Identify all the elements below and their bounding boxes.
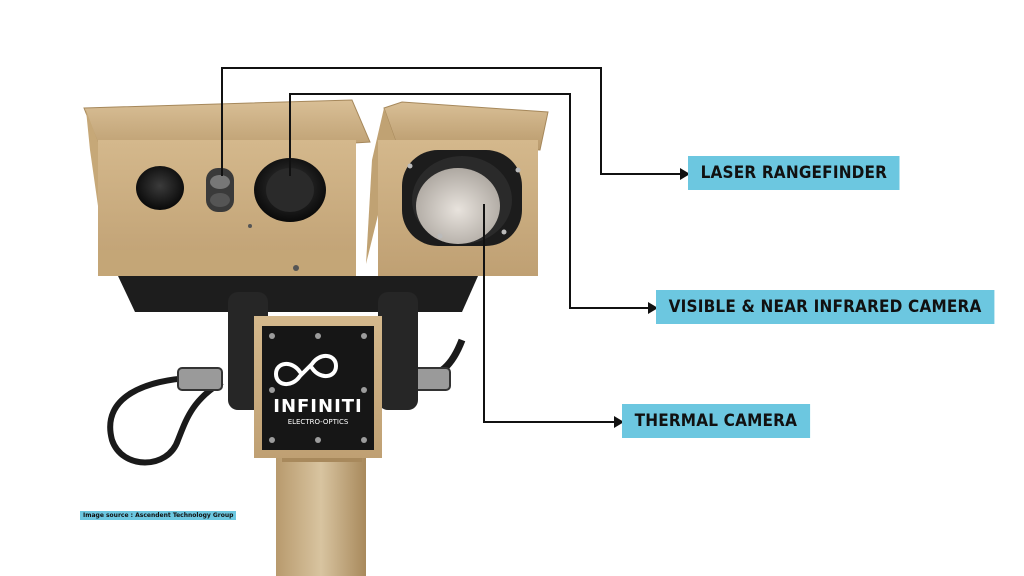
left-cable (107, 375, 224, 466)
label-laser-rangefinder: LASER RANGEFINDER (688, 156, 900, 190)
left-camera-housing (83, 99, 371, 276)
right-camera-housing (366, 101, 549, 276)
arrow-thermal-icon (614, 416, 624, 428)
infinity-logo-icon (273, 354, 339, 386)
yoke-right (378, 292, 418, 410)
label-thermal-camera: THERMAL CAMERA (622, 404, 810, 438)
brand-subtitle: ELECTRO-OPTICS (288, 418, 349, 426)
arrow-visible-icon (648, 302, 658, 314)
mount-pole (276, 450, 366, 576)
leader-thermal (483, 204, 618, 423)
base-plate (118, 276, 478, 312)
label-visible-camera: VISIBLE & NEAR INFRARED CAMERA (656, 290, 995, 324)
pan-head: INFINITI ELECTRO-OPTICS (254, 316, 382, 458)
brand-name: INFINITI (273, 396, 363, 417)
left-connector (177, 367, 223, 391)
arrow-laser-icon (680, 168, 690, 180)
image-source-caption: Image source : Ascendent Technology Grou… (80, 511, 237, 520)
leader-laser (221, 67, 684, 176)
leader-lines (221, 67, 684, 423)
leader-visible (289, 93, 652, 309)
arrowheads (614, 168, 690, 428)
